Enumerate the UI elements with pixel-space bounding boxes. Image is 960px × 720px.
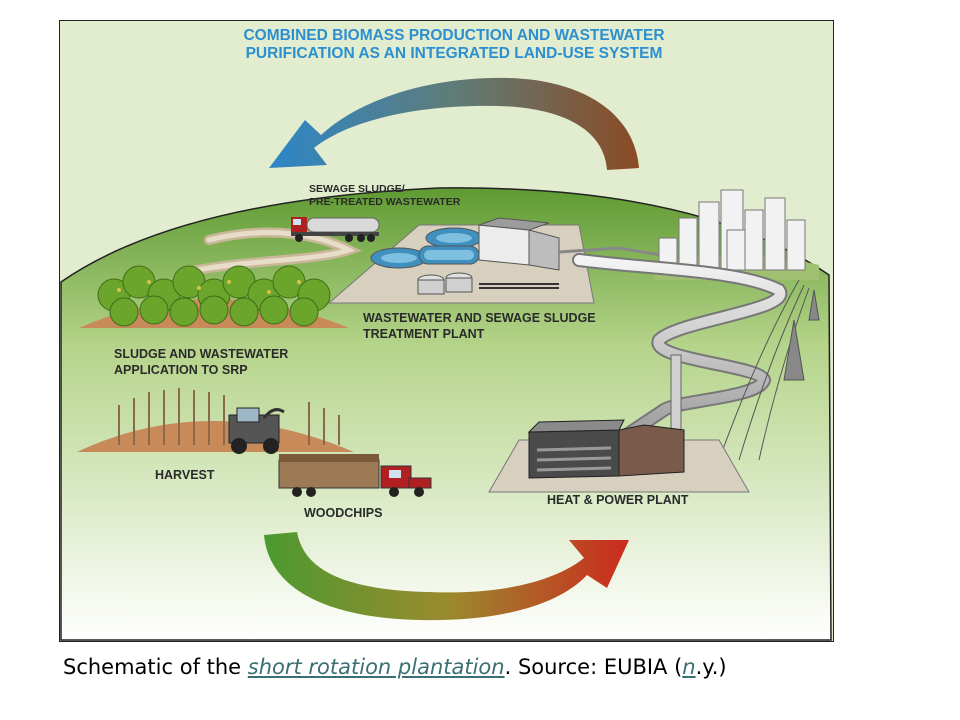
- figure-caption: Schematic of the short rotation plantati…: [63, 655, 727, 679]
- biomass-diagram: COMBINED BIOMASS PRODUCTION AND WASTEWAT…: [59, 20, 834, 642]
- city-skyline: [654, 189, 819, 280]
- caption-prefix: Schematic of the: [63, 655, 248, 679]
- diagram-title-line1: COMBINED BIOMASS PRODUCTION AND WASTEWAT…: [243, 27, 664, 44]
- cycle-arrow-bottom: [264, 532, 629, 621]
- heat-power-plant: [488, 354, 750, 493]
- harvest-field: [77, 388, 354, 454]
- label-sewage-sludge: SEWAGE SLUDGE/: [309, 183, 405, 195]
- woodchip-truck: [278, 454, 432, 497]
- cycle-arrow-top: [269, 77, 639, 170]
- label-harvest: HARVEST: [155, 468, 215, 482]
- caption-suffix: .y.): [695, 655, 727, 679]
- treatment-plant: [327, 217, 595, 304]
- sewage-tanker-truck: [291, 217, 380, 242]
- caption-middle: . Source: EUBIA (: [504, 655, 683, 679]
- label-treatment-plant-line1: WASTEWATER AND SEWAGE SLUDGE: [363, 311, 596, 325]
- diagram-title-line2: PURIFICATION AS AN INTEGRATED LAND-USE S…: [246, 45, 663, 62]
- label-application-line1: SLUDGE AND WASTEWATER: [114, 347, 288, 361]
- srp-plantation: [79, 265, 349, 328]
- caption-link-srp[interactable]: short rotation plantation: [247, 655, 505, 679]
- label-woodchips: WOODCHIPS: [304, 506, 382, 520]
- diagram-frame: [59, 20, 834, 642]
- power-lines: [718, 279, 820, 461]
- label-treatment-plant-line2: TREATMENT PLANT: [363, 327, 485, 341]
- label-pretreated-wastewater: PRE-TREATED WASTEWATER: [309, 196, 461, 208]
- label-application-line2: APPLICATION TO SRP: [114, 363, 248, 377]
- label-heat-power-plant: HEAT & POWER PLANT: [547, 493, 689, 507]
- caption-link-ny[interactable]: n: [682, 655, 696, 679]
